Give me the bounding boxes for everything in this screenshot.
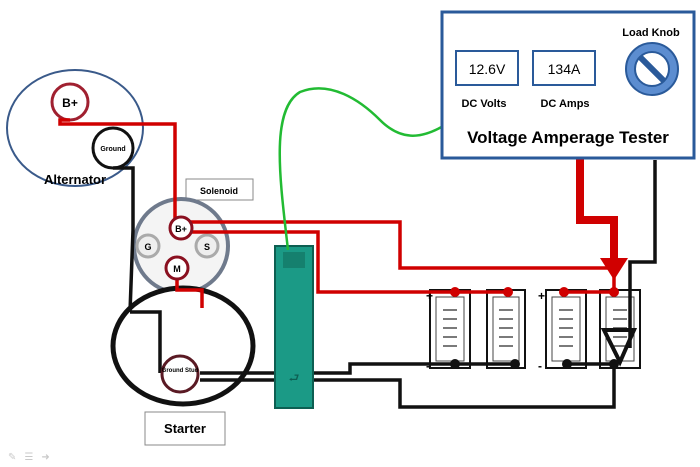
volts-value: 12.6V bbox=[469, 61, 506, 77]
solenoid-m-label: M bbox=[173, 264, 181, 274]
alternator-bplus-wire bbox=[58, 118, 177, 222]
tester-red-arrowhead bbox=[600, 258, 628, 280]
tester-black-arrowhead bbox=[600, 328, 638, 367]
knob-label: Load Knob bbox=[622, 27, 680, 39]
battery-1-plus: + bbox=[426, 289, 433, 303]
ground-to-tester-neg bbox=[200, 362, 616, 409]
volts-display bbox=[455, 50, 519, 86]
solenoid-m-terminal bbox=[164, 255, 190, 281]
amp-clamp: ⮐ bbox=[274, 245, 314, 409]
solenoid-label: Solenoid bbox=[200, 186, 238, 196]
starter: Starter bbox=[110, 285, 256, 446]
starter-ground-stud bbox=[160, 354, 200, 394]
amps-display bbox=[532, 50, 596, 86]
load-knob-icon[interactable] bbox=[625, 42, 679, 96]
starter-ground-link bbox=[130, 310, 162, 373]
battery-1 bbox=[429, 289, 471, 369]
starter-body bbox=[110, 285, 256, 407]
battery-3-minus: - bbox=[538, 359, 542, 373]
solenoid-bplus-to-battery1 bbox=[190, 230, 455, 294]
menu-icon[interactable]: ☰ bbox=[24, 452, 34, 463]
alternator: B+ Ground Alternator bbox=[6, 69, 144, 187]
amp-clamp-arrow-icon: ⮐ bbox=[289, 371, 300, 385]
black-wires bbox=[113, 160, 657, 409]
starter-label: Starter bbox=[164, 421, 206, 436]
battery-3-plus: + bbox=[538, 289, 545, 303]
pen-icon[interactable]: ✎ bbox=[8, 452, 17, 463]
starter-label-box bbox=[144, 411, 226, 446]
batteries: + - + - bbox=[426, 289, 641, 373]
solenoid-label-box bbox=[185, 178, 254, 201]
tester: 12.6V DC Volts 134A DC Amps Load Knob Vo… bbox=[440, 10, 696, 160]
solenoid-g-terminal bbox=[135, 233, 161, 259]
positive-terminal-dots bbox=[450, 287, 619, 297]
amp-clamp-head bbox=[283, 252, 305, 268]
alternator-label: Alternator bbox=[44, 172, 106, 187]
solenoid-s-label: S bbox=[204, 242, 210, 252]
alternator-ground-label: Ground bbox=[100, 146, 125, 153]
solenoid-m-to-starter bbox=[175, 280, 204, 308]
starter-ground-stud-label: Ground Stud bbox=[162, 368, 199, 374]
slide-toolbar: ✎ ☰ ➜ bbox=[8, 452, 50, 463]
solenoid-bplus-label: B+ bbox=[175, 224, 187, 234]
battery-1-minus: - bbox=[426, 359, 430, 373]
amp-clamp-body bbox=[274, 245, 314, 409]
tester-black-lead bbox=[628, 160, 657, 348]
battery-2 bbox=[486, 289, 526, 369]
volts-label: DC Volts bbox=[461, 98, 506, 110]
negative-terminal-dots bbox=[450, 359, 619, 369]
solenoid-g-label: G bbox=[144, 242, 151, 252]
tester-title: Voltage Amperage Tester bbox=[467, 128, 669, 147]
green-sense-wire bbox=[278, 87, 446, 251]
amps-value: 134A bbox=[548, 61, 581, 77]
amps-label: DC Amps bbox=[540, 98, 589, 110]
alternator-bplus-label: B+ bbox=[62, 96, 78, 110]
battery-3 bbox=[545, 289, 587, 369]
next-arrow-icon[interactable]: ➜ bbox=[41, 452, 50, 463]
solenoid-s-terminal bbox=[194, 233, 220, 259]
ground-to-battery1 bbox=[200, 362, 455, 375]
alternator-ground-wire bbox=[113, 166, 135, 313]
solenoid: Solenoid G S bbox=[132, 178, 254, 295]
solenoid-bplus-terminal bbox=[168, 215, 194, 241]
tester-red-lead bbox=[576, 158, 618, 262]
